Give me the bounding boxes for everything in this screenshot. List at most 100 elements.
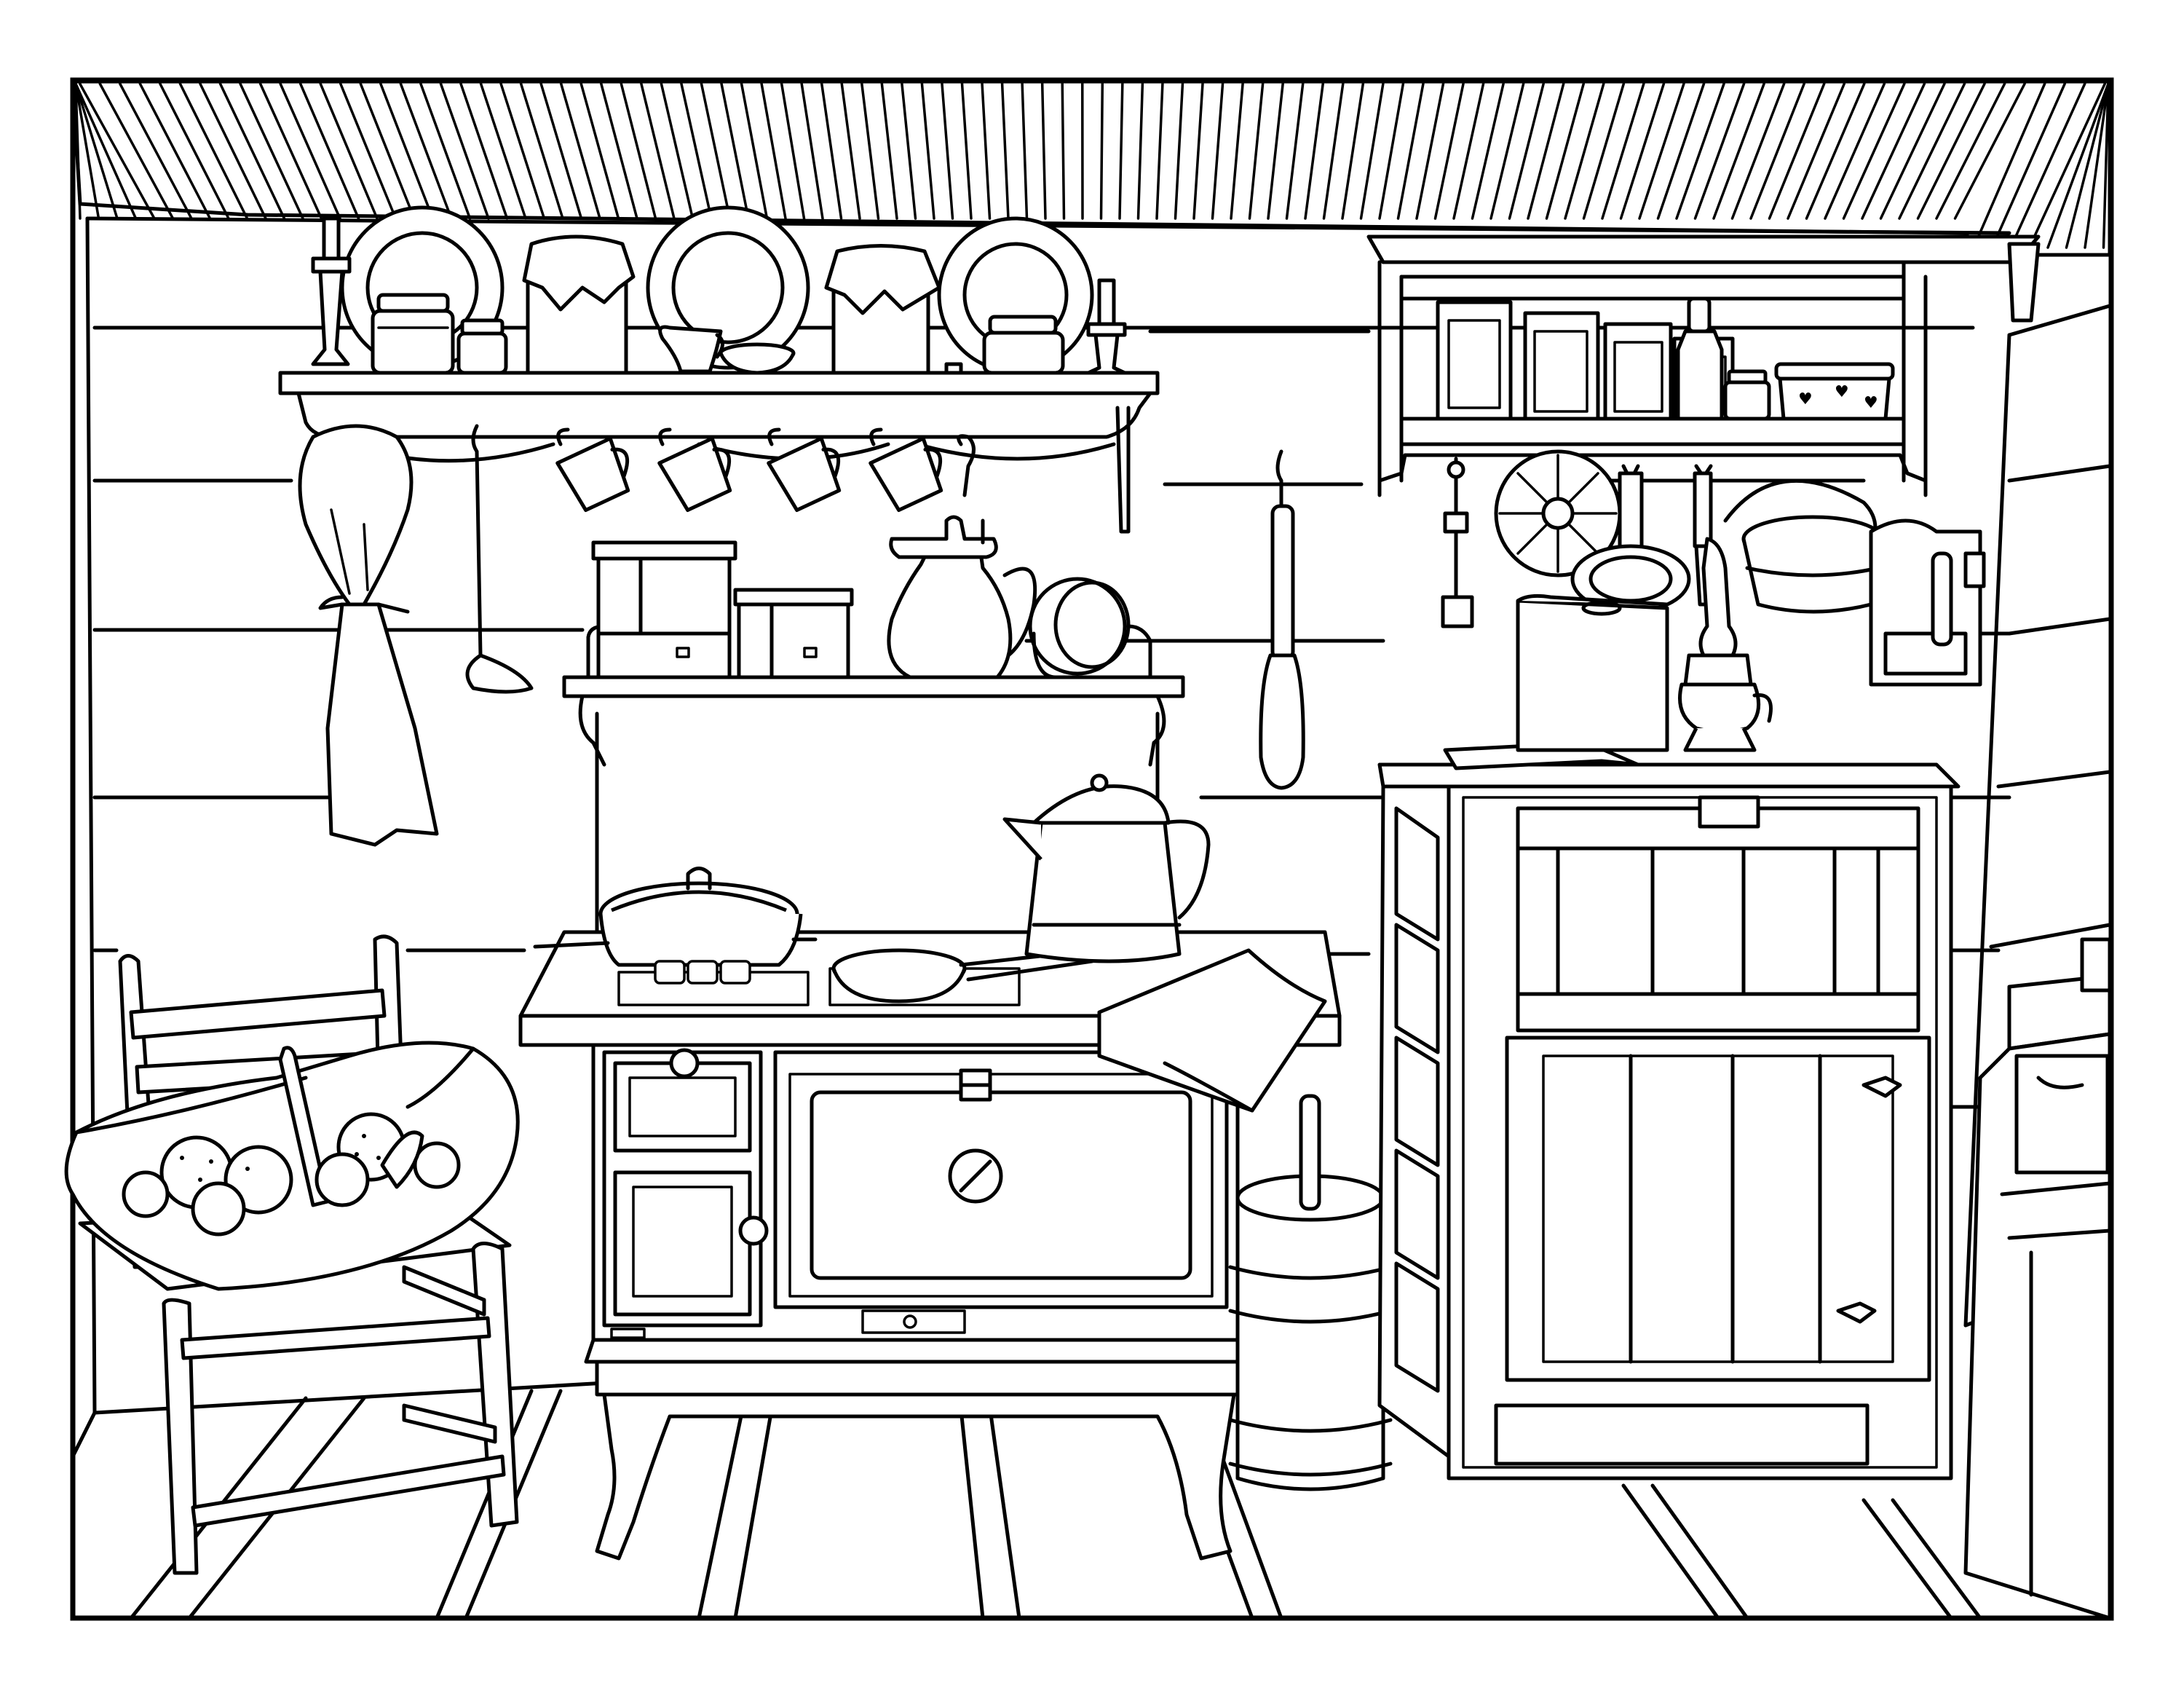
ceiling-board-line xyxy=(2065,82,2110,249)
ceiling-board-line xyxy=(740,82,769,220)
ceiling-board-line xyxy=(1174,82,1184,220)
coffee-grinder-large xyxy=(591,540,737,679)
ceiling-board-line xyxy=(1000,82,1010,220)
creamer-on-shelf xyxy=(658,325,724,374)
ceiling-board-line xyxy=(840,82,861,220)
ceiling-board-line xyxy=(1619,82,1666,220)
svg-text:♥: ♥ xyxy=(1835,383,1849,401)
coffee-grinder-small xyxy=(733,588,854,679)
ceiling-board-line xyxy=(1638,82,1685,220)
ceiling-board-line xyxy=(439,82,490,220)
ceiling-board-line xyxy=(1861,82,1926,220)
ceiling-beadboard xyxy=(71,79,2112,257)
ceiling-board-line xyxy=(74,82,100,220)
ceiling-board-line xyxy=(298,82,360,220)
ceiling-board-line xyxy=(1582,82,1626,220)
ceiling-board-line xyxy=(459,82,509,220)
stovetop-pot xyxy=(533,867,818,967)
ceiling-board-line xyxy=(800,82,824,220)
right-cabinet xyxy=(1963,937,2112,1620)
ceiling-board-line xyxy=(1230,82,1244,220)
ceiling-board-line xyxy=(1061,82,1066,220)
ceiling-board-line xyxy=(399,82,453,220)
ceiling-board-line xyxy=(2009,82,2086,249)
ceiling-board-line xyxy=(1675,82,1725,220)
ceiling-board-line xyxy=(1898,82,1966,220)
ceiling-board-line xyxy=(74,82,138,220)
ceiling-board-line xyxy=(1879,82,1946,220)
ceiling-board-line xyxy=(539,82,583,220)
ceiling-board-line xyxy=(98,82,175,220)
ceiling-board-line xyxy=(1768,82,1826,220)
ceiling-board-line xyxy=(199,82,267,220)
ceiling-board-line xyxy=(1693,82,1746,220)
spice-tins xyxy=(654,960,751,985)
oil-lamp xyxy=(1678,537,1773,752)
ceiling-board-line xyxy=(680,82,713,220)
hanging-apron xyxy=(298,424,439,847)
ceiling-board-line xyxy=(640,82,676,220)
ceiling-board-line xyxy=(1304,82,1324,220)
ceiling-board-line xyxy=(1749,82,1805,220)
fruit-basket xyxy=(64,1041,520,1291)
ceiling-board-line xyxy=(419,82,472,220)
ceiling-board-line xyxy=(1564,82,1605,220)
ceiling-board-line xyxy=(1935,82,2006,220)
shelf-hook xyxy=(957,434,976,497)
small-bowl-on-shelf xyxy=(719,342,796,375)
ceiling-board-line xyxy=(2102,82,2110,249)
ceiling-board-line xyxy=(1787,82,1846,220)
ceiling-board-line xyxy=(258,82,323,220)
ceiling-board-line xyxy=(981,82,992,220)
ceiling-board-line xyxy=(1805,82,1866,220)
ceiling-board-line xyxy=(660,82,695,220)
small-jar-right-shelf xyxy=(1723,369,1771,421)
box-on-icebox xyxy=(1443,593,1669,770)
dish-towel xyxy=(1097,948,1327,1113)
ceiling-board-line xyxy=(1916,82,1986,220)
ceiling-board-line xyxy=(119,82,193,220)
ceiling-board-line xyxy=(218,82,286,220)
ceiling-board-line xyxy=(960,82,973,220)
ceiling-board-line xyxy=(339,82,397,220)
ceiling-board-line xyxy=(1118,82,1124,220)
icebox xyxy=(1377,762,1961,1480)
ceiling-board-line xyxy=(1040,82,1047,220)
ceiling-board-line xyxy=(559,82,601,220)
ceiling-board-line xyxy=(1155,82,1164,220)
frying-pan xyxy=(831,948,1094,1003)
jar-tiny-left xyxy=(456,318,508,375)
ceiling-board-line xyxy=(1359,82,1385,220)
ceiling-board-line xyxy=(239,82,304,220)
bottle-on-shelf xyxy=(1676,296,1724,421)
round-sifter xyxy=(1028,577,1131,679)
ceiling-board-line xyxy=(1601,82,1645,220)
butter-churn xyxy=(1228,1094,1393,1491)
butter-paddle xyxy=(1259,449,1305,790)
ceiling-board-line xyxy=(279,82,341,220)
ceiling-board-line xyxy=(941,82,954,220)
ceiling-board-line xyxy=(1378,82,1405,220)
ceiling-board-line xyxy=(1712,82,1765,220)
coffee-pot xyxy=(1002,773,1211,963)
ceiling-board-line xyxy=(2084,82,2110,249)
ceiling-board-line xyxy=(1285,82,1305,220)
ceiling-board-line xyxy=(1990,82,2066,249)
hanging-cups xyxy=(555,427,943,513)
candlestick-left xyxy=(311,216,352,366)
ceiling-board-line xyxy=(479,82,527,220)
ceiling-board-line xyxy=(1021,82,1029,220)
ceiling-board-line xyxy=(178,82,249,220)
ceiling-board-line xyxy=(319,82,379,220)
ceiling-board-line xyxy=(1953,82,2026,220)
ceiling-board-line xyxy=(379,82,435,220)
shelf-trinket xyxy=(944,362,963,375)
ceiling-board-line xyxy=(780,82,806,220)
ceiling-board-line xyxy=(1341,82,1365,220)
ceiling-board-line xyxy=(138,82,212,220)
ceiling-board-line xyxy=(1656,82,1706,220)
ceiling-board-line xyxy=(579,82,620,220)
ceiling-board-line xyxy=(499,82,546,220)
